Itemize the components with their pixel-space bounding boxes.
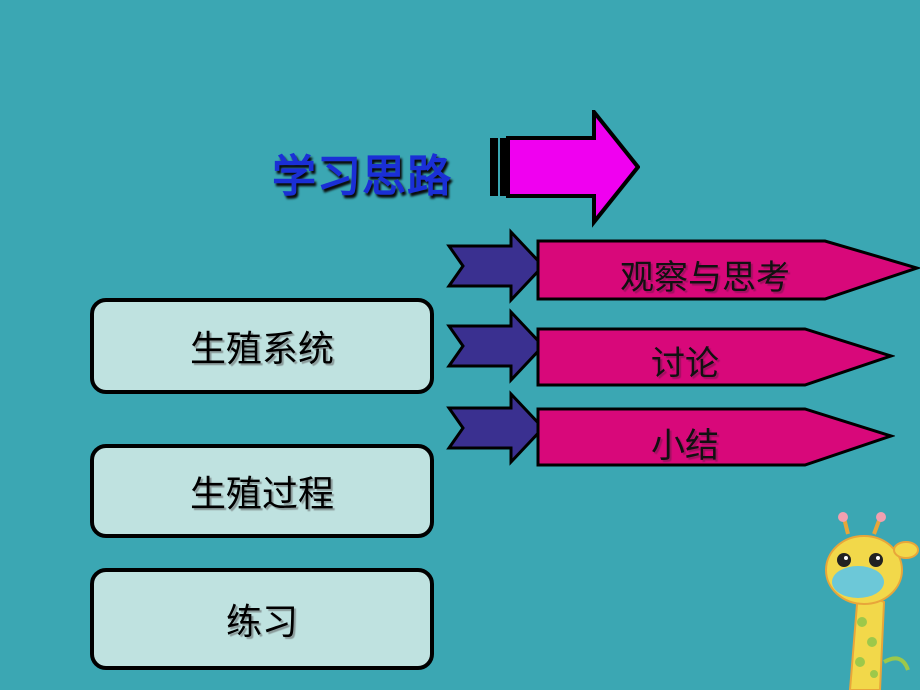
side-item-reproductive-system[interactable]: 生殖系统 [90,298,434,394]
step-banner-summary[interactable] [535,406,895,468]
navy-arrow-icon [446,228,545,304]
step-label-observe: 观察与思考 [620,258,790,298]
page-title: 学习思路 [272,151,452,202]
side-item-label: 生殖过程 [189,474,334,515]
title-arrow-icon [490,110,640,228]
step-label-discuss: 讨论 [651,344,719,384]
step-banner-observe[interactable] [535,238,920,302]
side-item-reproductive-process[interactable]: 生殖过程 [90,444,434,538]
navy-arrow-icon [446,308,545,384]
navy-arrow-icon [446,390,545,466]
step-label-summary: 小结 [651,426,719,466]
step-banner-discuss[interactable] [535,326,895,388]
giraffe-icon [825,512,919,690]
side-item-exercise[interactable]: 练习 [90,568,434,670]
side-item-label: 生殖系统 [189,329,334,370]
side-item-label: 练习 [225,602,298,643]
